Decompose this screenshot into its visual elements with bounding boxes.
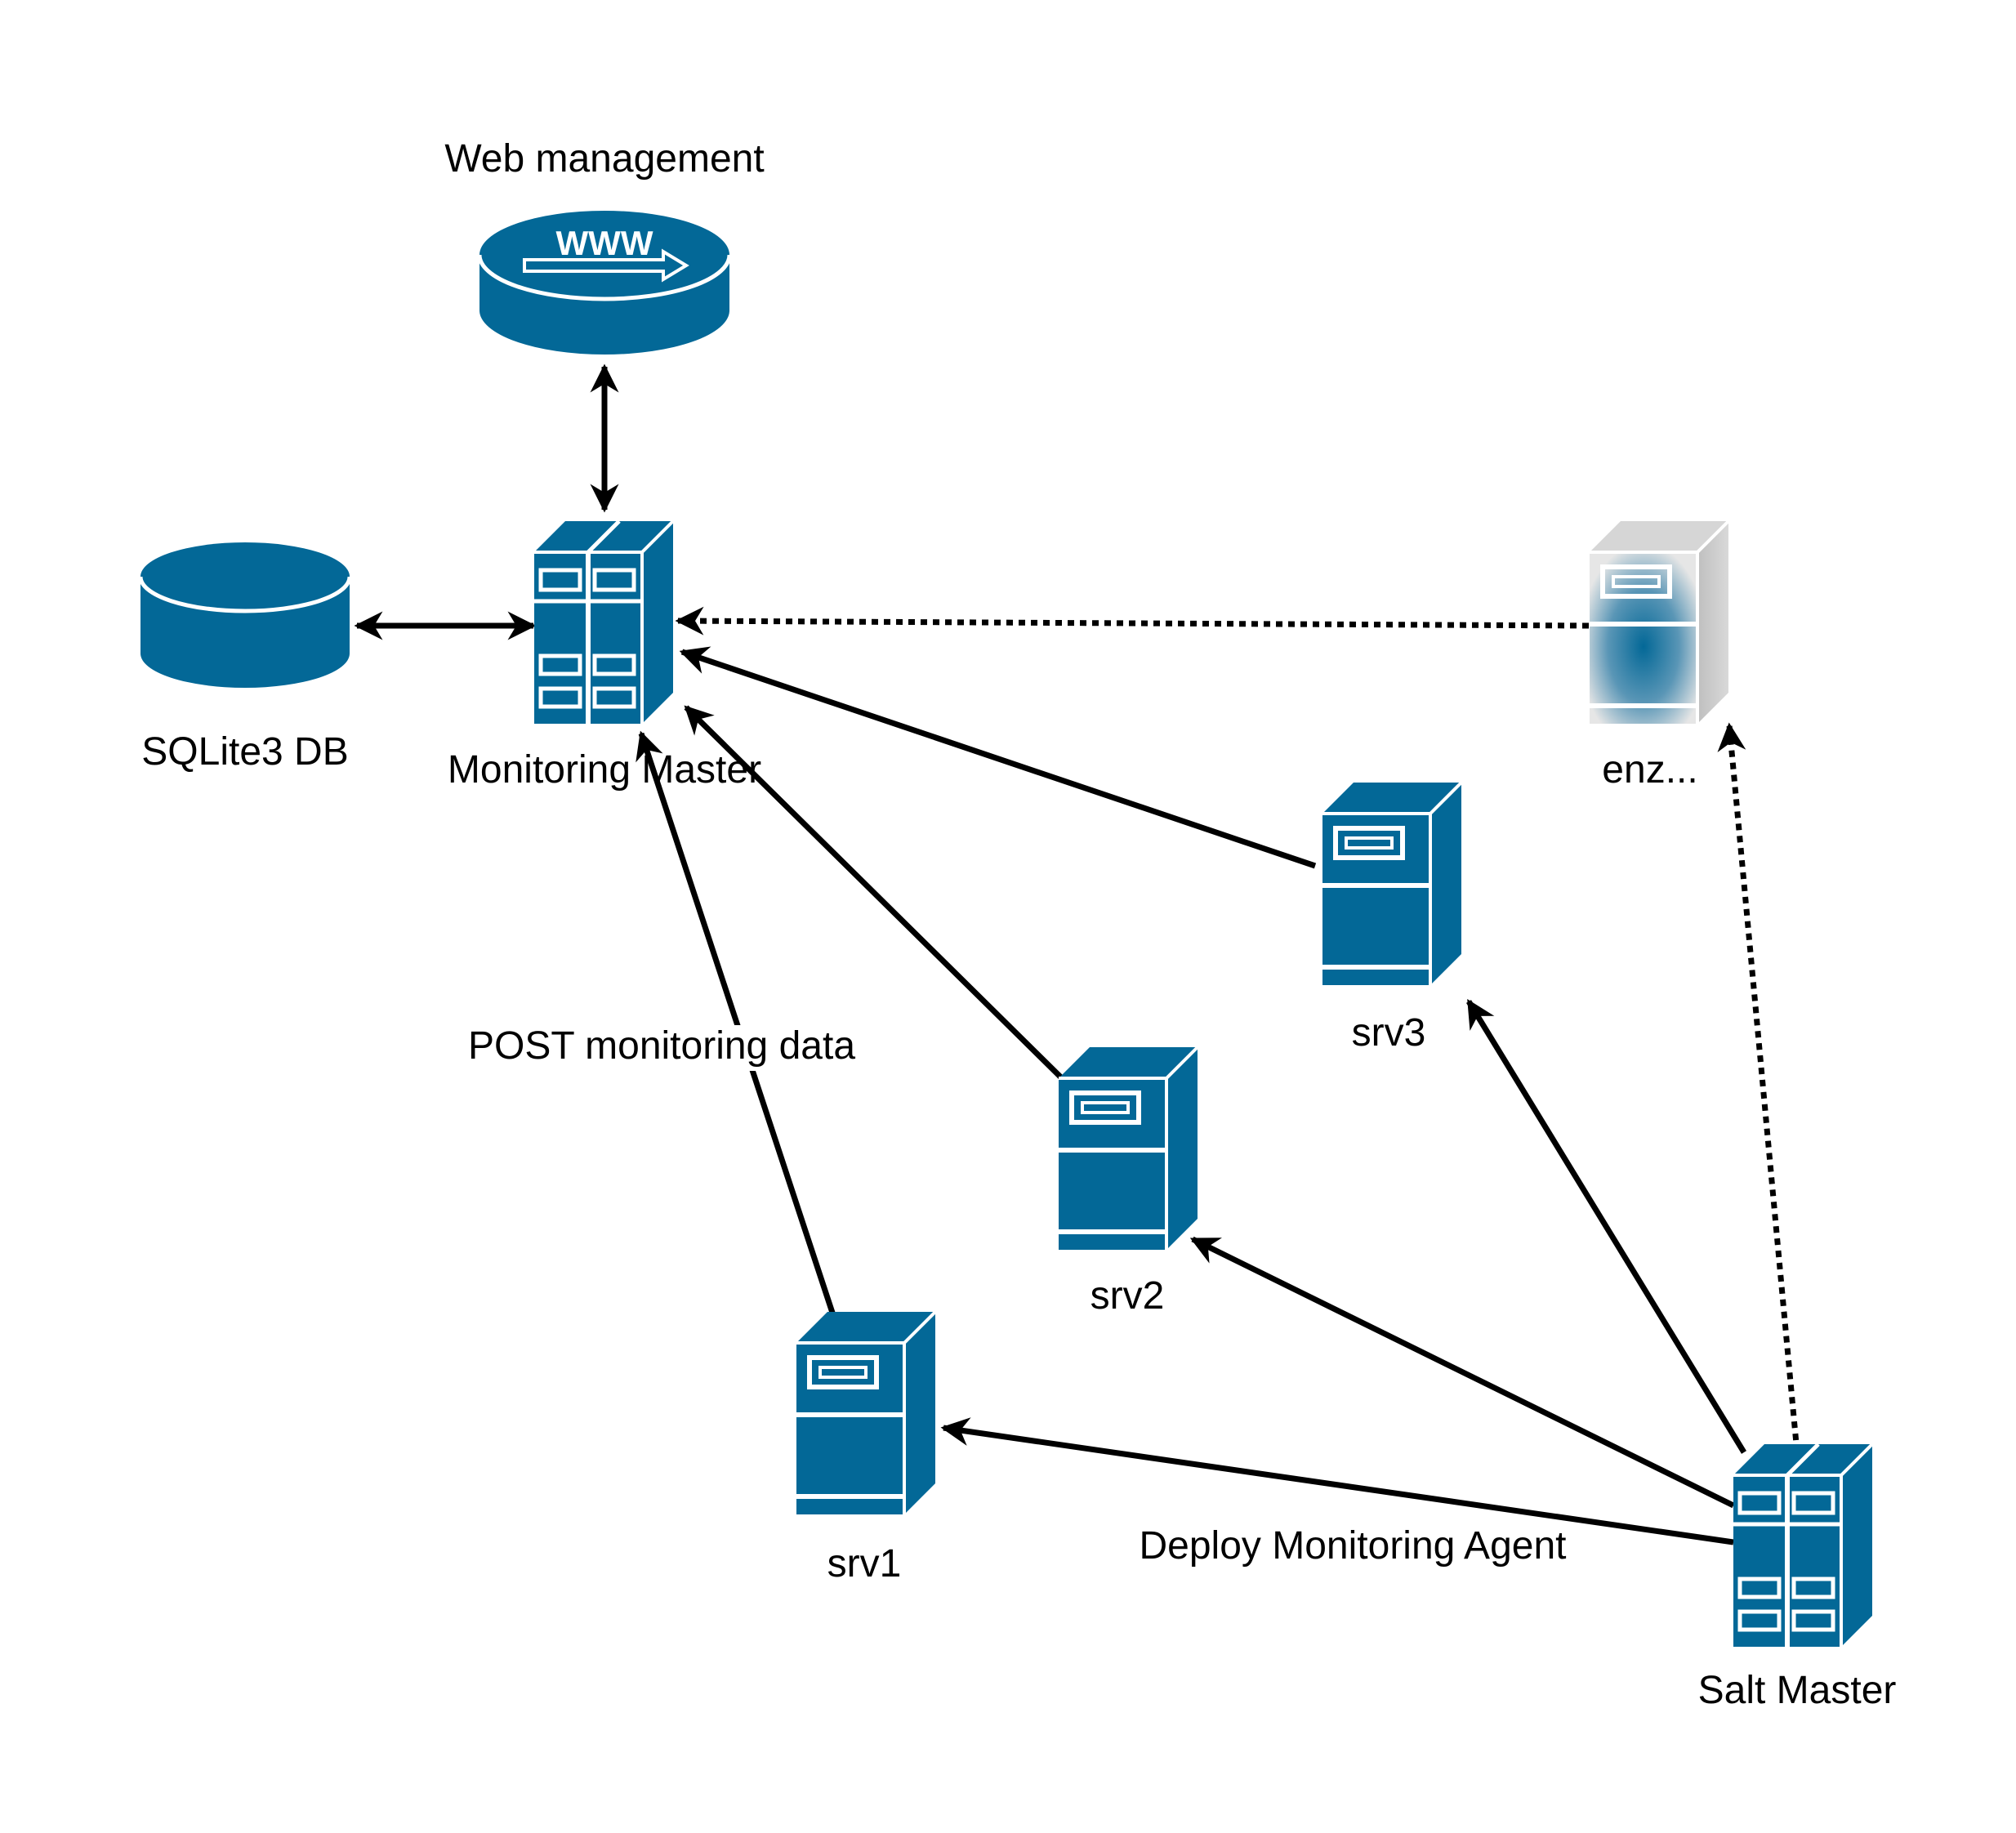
srv3-label: srv3 (1352, 1011, 1426, 1055)
edge-salt-srv2 (1189, 1236, 1735, 1509)
www-router-icon: WWW (477, 211, 732, 355)
double-tower-server-icon (1733, 1444, 1872, 1647)
enz-node[interactable]: enz... (1590, 520, 1730, 792)
salt-master-node[interactable]: Salt Master (1698, 1444, 1897, 1712)
srv1-node[interactable]: srv1 (796, 1312, 935, 1585)
post-monitoring-data-label: POST monitoring data (468, 1024, 855, 1068)
edge-srv3-master (679, 646, 1317, 869)
sqlite-db-node[interactable]: SQLite3 DB (138, 542, 352, 774)
srv2-label: srv2 (1091, 1274, 1165, 1318)
edge-salt-srv3 (1466, 999, 1746, 1454)
www-icon-text: WWW (556, 224, 653, 262)
monitoring-master-label: Monitoring Master (448, 748, 761, 792)
web-management-node[interactable]: WWW Web management (444, 137, 765, 355)
salt-master-label: Salt Master (1698, 1669, 1897, 1712)
deploy-label-background (1131, 1526, 1572, 1572)
database-cylinder-icon (138, 542, 352, 688)
web-management-label: Web management (444, 137, 764, 181)
enz-label: enz... (1602, 748, 1697, 792)
sqlite-db-label: SQLite3 DB (141, 730, 348, 774)
srv3-node[interactable]: srv3 (1322, 783, 1461, 1055)
srv2-node[interactable]: srv2 (1059, 1047, 1198, 1318)
tower-server-icon (796, 1312, 935, 1514)
post-label-background (462, 1025, 863, 1071)
faded-tower-server-icon (1590, 520, 1730, 724)
edge-srv1-master (636, 730, 836, 1317)
edge-salt-enz (1717, 722, 1800, 1453)
edge-salt-srv1 (940, 1417, 1734, 1545)
tower-server-icon (1322, 783, 1461, 985)
deploy-monitoring-agent-label: Deploy Monitoring Agent (1140, 1524, 1567, 1568)
srv1-label: srv1 (827, 1542, 902, 1585)
monitoring-master-node[interactable]: Monitoring Master (448, 521, 761, 792)
edge-srv2-master (684, 705, 1066, 1082)
double-tower-server-icon (534, 521, 673, 724)
edge-enz-master (675, 606, 1590, 636)
tower-server-icon (1059, 1047, 1198, 1250)
